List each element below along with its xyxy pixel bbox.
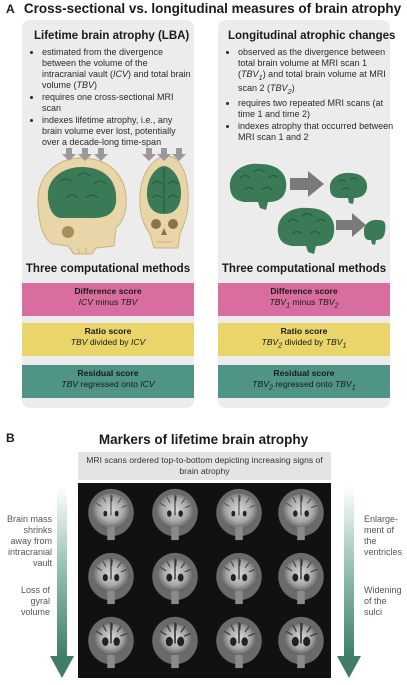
- left-down-arrow-icon: [50, 486, 74, 678]
- mri-scan-image: [216, 488, 262, 541]
- panel-a-title: Cross-sectional vs. longitudinal measure…: [23, 1, 402, 16]
- mri-scan-image: [278, 616, 324, 669]
- brain-small-icon-2: [363, 219, 386, 245]
- mri-scan-image: [278, 488, 324, 541]
- mri-scan-image: [88, 552, 134, 605]
- brain-large-icon-2: [277, 207, 335, 254]
- panel-b-letter: B: [6, 431, 15, 445]
- longitudinal-difference-score: Difference score TBV1 minus TBV2: [218, 283, 390, 316]
- arrow-right-icon-1: [290, 171, 324, 197]
- longitudinal-bullet-list: observed as the divergence between total…: [226, 47, 394, 144]
- longitudinal-ratio-score: Ratio score TBV2 divided by TBV1: [218, 323, 390, 356]
- longitudinal-residual-score: Residual score TBV2 regressed onto TBV1: [218, 365, 390, 398]
- brain-large-icon-1: [229, 163, 287, 210]
- panel-b-title: Markers of lifetime brain atrophy: [98, 432, 309, 447]
- skull-front-icon: [139, 155, 189, 249]
- longitudinal-ratio-formula: TBV2 divided by TBV1: [261, 337, 347, 350]
- skull-illustration: [37, 148, 189, 255]
- longitudinal-bullet-3: indexes atrophy that occurred between MR…: [238, 121, 394, 143]
- mri-scan-grid: [78, 483, 331, 678]
- mri-scan-image: [216, 552, 262, 605]
- label-sulci-widening: Widening of the sulci: [364, 585, 402, 617]
- mri-scan-image: [152, 488, 198, 541]
- label-loss-gyral-volume: Loss of gyral volume: [20, 585, 50, 617]
- brain-small-icon-1: [329, 172, 368, 204]
- lba-bullet-3: indexes lifetime atrophy, i.e., any brai…: [42, 115, 192, 148]
- lba-residual-score: Residual score TBV regressed onto ICV: [22, 365, 194, 398]
- arrow-right-icon-2: [336, 213, 366, 237]
- mri-scan-image: [88, 488, 134, 541]
- mri-caption: MRI scans ordered top-to-bottom depictin…: [78, 452, 331, 480]
- lba-difference-label: Difference score: [74, 286, 142, 296]
- longitudinal-residual-label: Residual score: [273, 368, 335, 378]
- skull-side-icon: [37, 157, 127, 255]
- label-brain-mass-shrinks: Brain mass shrinks away from intracrania…: [6, 514, 52, 568]
- mri-scan-image: [88, 616, 134, 669]
- lba-card-title: Lifetime brain atrophy (LBA): [34, 30, 190, 42]
- lba-difference-formula: ICV minus TBV: [78, 297, 138, 307]
- right-down-arrow-icon: [337, 486, 361, 678]
- lba-ratio-score: Ratio score TBV divided by ICV: [22, 323, 194, 356]
- longitudinal-residual-formula: TBV2 regressed onto TBV1: [252, 379, 356, 392]
- lba-ratio-label: Ratio score: [84, 326, 132, 336]
- lba-bullet-list: estimated from the divergence between th…: [30, 47, 192, 149]
- lba-ratio-formula: TBV divided by ICV: [70, 337, 146, 347]
- lba-bullet-2: requires one cross-sectional MRI scan: [42, 92, 192, 114]
- longitudinal-card-title: Longitudinal atrophic changes: [228, 30, 396, 42]
- lba-difference-score: Difference score ICV minus TBV: [22, 283, 194, 316]
- lba-residual-label: Residual score: [77, 368, 139, 378]
- lba-methods-title: Three computational methods: [25, 263, 191, 275]
- compression-arrows-icon: [62, 148, 186, 161]
- mri-scan-image: [278, 552, 324, 605]
- longitudinal-ratio-label: Ratio score: [280, 326, 328, 336]
- mri-scan-image: [152, 552, 198, 605]
- panel-a-letter: A: [6, 2, 15, 16]
- longitudinal-difference-label: Difference score: [270, 286, 338, 296]
- lba-residual-formula: TBV regressed onto ICV: [61, 379, 155, 389]
- longitudinal-methods-title: Three computational methods: [221, 263, 387, 275]
- longitudinal-bullet-1: observed as the divergence between total…: [238, 47, 394, 97]
- mri-scan-image: [152, 616, 198, 669]
- mri-scan-image: [216, 616, 262, 669]
- lba-bullet-1: estimated from the divergence between th…: [42, 47, 192, 91]
- label-ventricle-enlargement: Enlarge-ment of the ventricles: [364, 514, 403, 557]
- longitudinal-bullet-2: requires two repeated MRI scans (at time…: [238, 98, 394, 120]
- longitudinal-difference-formula: TBV1 minus TBV2: [269, 297, 339, 310]
- brain-shrinkage-illustration: [229, 163, 386, 254]
